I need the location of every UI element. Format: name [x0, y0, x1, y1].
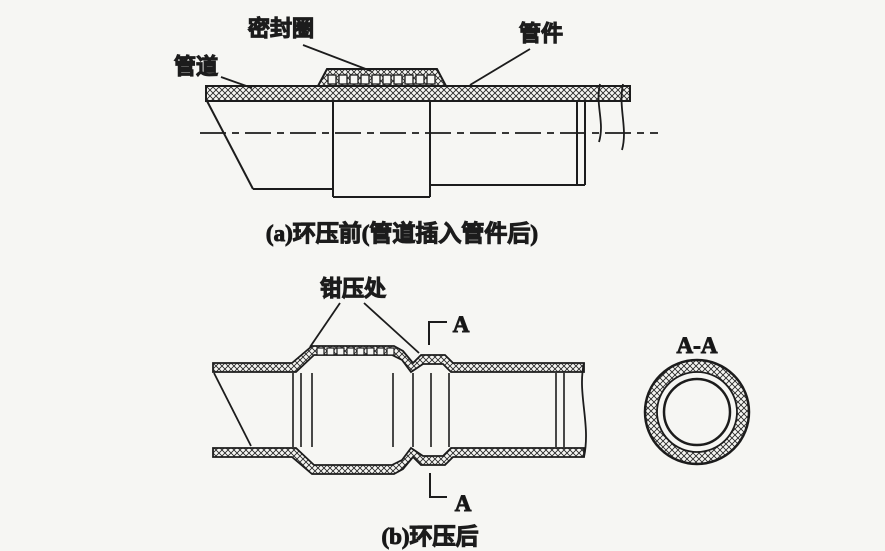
pipe-wall-top-b [212, 345, 585, 374]
leader-fitting [469, 48, 531, 86]
label-crimp: 钳压处 [320, 276, 386, 301]
caption-a: (a)环压前(管道插入管件后) [266, 220, 538, 246]
pipe-wall-bottom-b [212, 446, 585, 475]
leader-crimp-right [363, 302, 420, 354]
seal-ring-segments-b [316, 347, 395, 356]
section-view-aa: A-A [643, 333, 751, 466]
label-fitting: 管件 [519, 21, 563, 46]
leader-pipe [220, 76, 253, 89]
seal-ring-segments [327, 74, 436, 85]
break-lines-b [213, 362, 587, 458]
section-bracket-bottom [429, 473, 447, 498]
leader-seal-ring [302, 44, 372, 72]
leader-crimp-left [309, 302, 341, 348]
leader-lines-b [309, 302, 420, 354]
section-mark-bottom: A [455, 491, 472, 516]
pipe-body-outline-a [206, 100, 586, 198]
caption-b: (b)环压后 [381, 524, 478, 549]
section-pipe-wall [662, 377, 732, 447]
break-lines-a [597, 83, 625, 151]
pipe-wall-section-a [205, 85, 631, 102]
label-pipe: 管道 [174, 54, 218, 79]
leader-lines-a [220, 44, 531, 89]
diagram-b: 钳压处 A A (b)环压后 [212, 276, 587, 550]
crimp-edge-lines [292, 373, 565, 447]
diagram-a: 密封圈 管件 管道 (a)环压前(管道插入管件后) [173, 16, 658, 247]
section-view-label: A-A [677, 333, 718, 358]
section-bracket-top [428, 321, 447, 345]
label-seal-ring: 密封圈 [248, 16, 314, 41]
section-mark-top: A [453, 312, 470, 337]
